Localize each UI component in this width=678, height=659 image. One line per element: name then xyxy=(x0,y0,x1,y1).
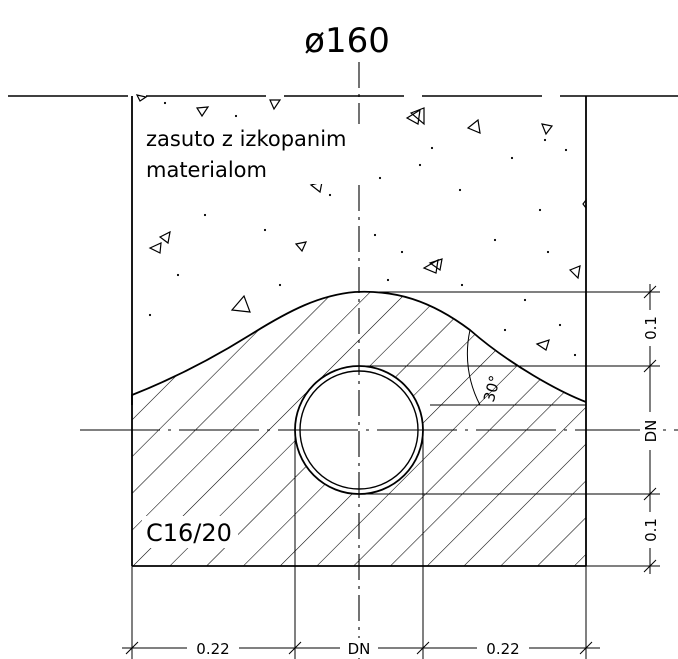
dim-bottom-right: 0.22 xyxy=(486,640,519,658)
dim-bottom-left: 0.22 xyxy=(196,640,229,658)
dim-right-bottom: 0.1 xyxy=(642,518,660,542)
dim-right-top: 0.1 xyxy=(642,316,660,340)
backfill-label-line1: zasuto z izkopanim xyxy=(146,127,347,151)
dim-right-mid: DN xyxy=(642,420,660,443)
title-text: ø160 xyxy=(304,21,390,61)
backfill-label-line2: materialom xyxy=(146,158,267,182)
dim-bottom-mid: DN xyxy=(348,640,371,658)
pipe-extension-lines xyxy=(294,291,660,659)
concrete-label: C16/20 xyxy=(146,519,232,547)
angle-callout xyxy=(466,329,481,406)
